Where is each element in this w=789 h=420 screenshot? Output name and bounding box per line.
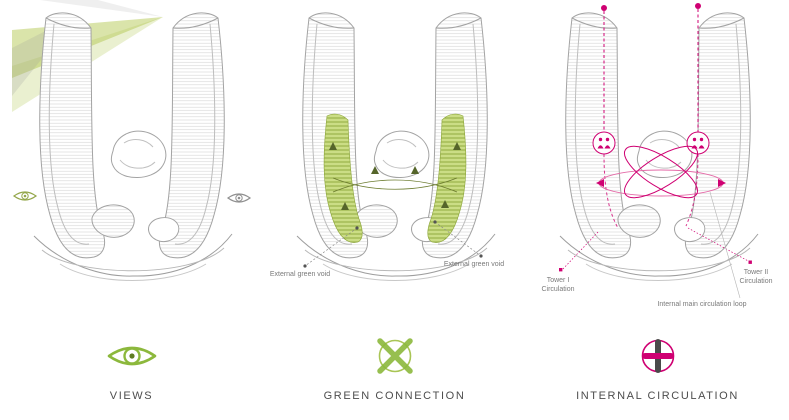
leader-lines <box>302 220 483 268</box>
circulation-leader-lines <box>558 191 752 299</box>
circulation-top-dot-tower2 <box>694 3 701 9</box>
legend-label-internal-circulation: INTERNAL CIRCULATION <box>576 390 739 402</box>
elevator-icon-tower2 <box>686 131 709 155</box>
legend-label-views: VIEWS <box>109 390 154 402</box>
panel-green-connection: External green void External green void <box>263 0 526 322</box>
view-cone-gray-up <box>39 0 163 17</box>
internal-circulation-drawing <box>558 3 758 299</box>
legend-views: VIEWS <box>0 330 263 402</box>
panels-row: External green void External green void <box>0 0 789 322</box>
circulation-top-dot-tower1 <box>600 5 607 11</box>
label-external-green-void-left: External green void <box>269 271 331 278</box>
plus-circle-icon <box>635 330 681 382</box>
label-tower2-circulation: Tower II Circulation <box>739 269 773 286</box>
eye-icon <box>104 330 160 382</box>
legend-row: VIEWS GREEN CONNECTION INTERNAL CIRCULAT… <box>0 330 789 402</box>
building-sketch <box>559 12 758 281</box>
green-connection-drawing <box>296 12 495 281</box>
eye-icon-left <box>12 191 37 201</box>
label-internal-main-circulation-loop: Internal main circulation loop <box>657 301 747 308</box>
panel-internal-circulation: Tower I Circulation Tower II Circulation… <box>526 0 789 322</box>
building-sketch <box>33 12 232 281</box>
elevator-people-icons <box>597 137 704 149</box>
flow-arrows <box>328 142 461 210</box>
eye-icon-right <box>226 193 251 203</box>
green-connection-lines <box>332 177 457 193</box>
label-tower1-circulation: Tower I Circulation <box>541 277 575 294</box>
panel-views <box>0 0 263 322</box>
legend-label-green-connection: GREEN CONNECTION <box>323 390 466 402</box>
legend-green-connection: GREEN CONNECTION <box>263 330 526 402</box>
views-drawing <box>11 0 251 281</box>
label-external-green-void-right: External green void <box>443 261 505 268</box>
elevator-icon-tower1 <box>592 131 615 155</box>
circulation-loop <box>595 145 726 199</box>
legend-internal-circulation: INTERNAL CIRCULATION <box>526 330 789 402</box>
cross-icon <box>372 330 418 382</box>
